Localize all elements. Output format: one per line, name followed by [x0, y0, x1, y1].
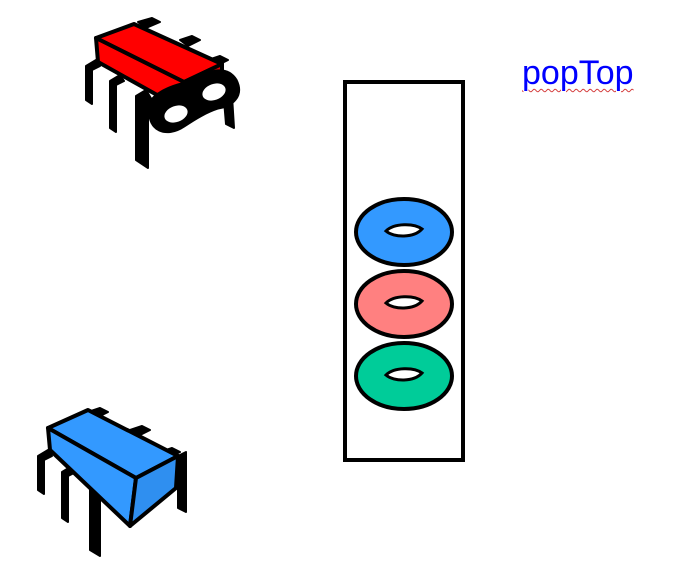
bug-head [148, 69, 241, 133]
donut-hole [383, 367, 425, 382]
donut-hole [383, 223, 425, 238]
stack-item-green[interactable] [354, 341, 454, 411]
stack-item-blue[interactable] [354, 197, 454, 267]
poptop-link[interactable]: popTop [522, 54, 634, 92]
donut-hole [383, 295, 425, 310]
blue-bug[interactable] [37, 407, 187, 557]
red-bug[interactable] [85, 17, 241, 169]
stack-items [354, 197, 454, 411]
bug-eye-left [164, 105, 188, 123]
bug-eye-right [202, 83, 226, 101]
stack-item-pink[interactable] [354, 269, 454, 339]
